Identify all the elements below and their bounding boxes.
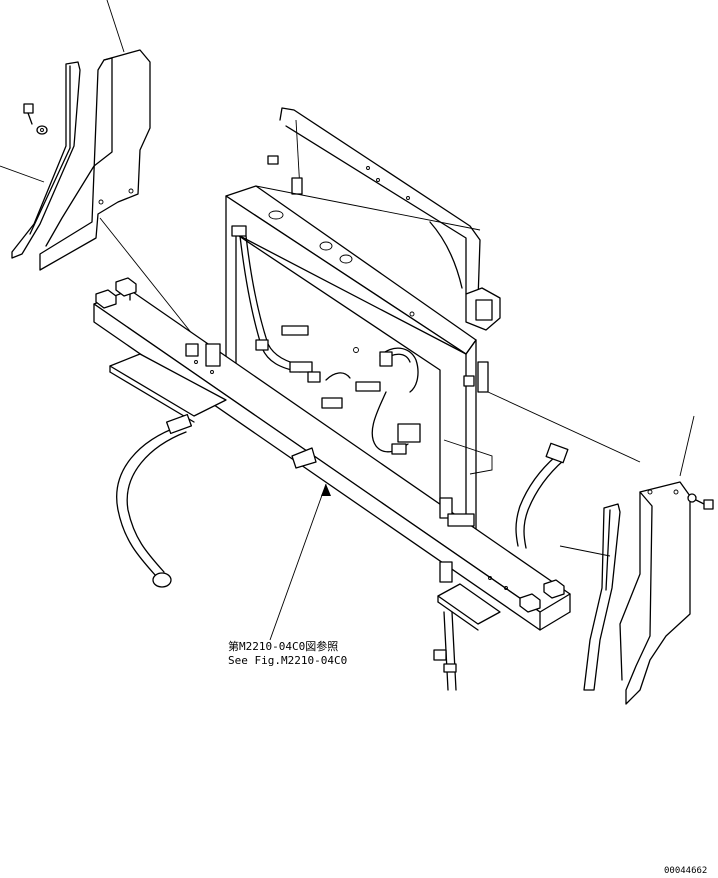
reference-callout-english: See Fig.M2210-04C0: [228, 654, 348, 667]
rear-frame: [267, 107, 501, 331]
main-frame: [225, 185, 489, 531]
left-bolt: [23, 103, 48, 135]
reference-leader: [269, 483, 331, 641]
right-side-cover: [487, 391, 695, 705]
beam-bolts: [95, 277, 565, 613]
right-hose: [515, 442, 569, 549]
left-side-cover: [0, 0, 206, 351]
wiring-harness: [231, 225, 493, 475]
right-bolt: [687, 493, 714, 510]
drawing-number: 00044662: [664, 866, 708, 876]
drop-cable: [433, 611, 457, 691]
reference-callout-japanese: 第M2210-04C0図参照: [228, 640, 339, 653]
left-hose: [116, 413, 193, 588]
cross-beam: [93, 289, 571, 631]
lower-brackets: [109, 353, 501, 631]
